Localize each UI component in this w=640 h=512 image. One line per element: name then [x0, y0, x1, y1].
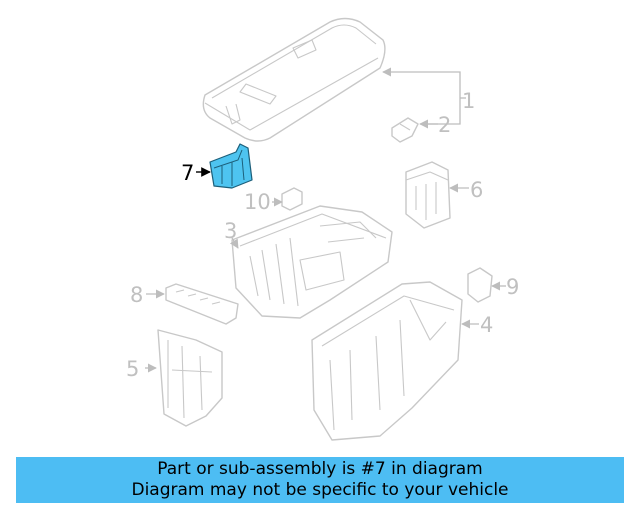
banner-line-part-number: Part or sub-assembly is #7 in diagram — [157, 459, 483, 479]
fuse-box-body-part-3 — [231, 205, 393, 319]
callout-3: 3 — [224, 219, 237, 243]
fuse-box-cover-part-1 — [202, 17, 386, 142]
callout-5: 5 — [126, 357, 139, 381]
callout-1: 1 — [462, 89, 475, 113]
lower-tray-part-4 — [311, 281, 463, 441]
banner-line-disclaimer: Diagram may not be specific to your vehi… — [131, 480, 509, 500]
side-bracket-part-5 — [157, 329, 223, 427]
info-banner: Part or sub-assembly is #7 in diagram Di… — [16, 457, 624, 503]
callout-2: 2 — [438, 113, 451, 137]
bracket-part-7-highlighted — [209, 143, 253, 189]
leader-lines — [145, 67, 506, 373]
clip-part-2 — [391, 117, 419, 143]
callout-4: 4 — [480, 313, 493, 337]
callout-7: 7 — [181, 161, 194, 185]
callout-6: 6 — [470, 178, 483, 202]
callout-8: 8 — [130, 283, 143, 307]
connector-part-9 — [467, 267, 493, 303]
callout-10: 10 — [244, 190, 271, 214]
relay-block-part-6 — [405, 161, 451, 229]
callout-9: 9 — [506, 275, 519, 299]
fuse-strip-part-8 — [165, 283, 239, 325]
fuse-part-10 — [281, 187, 303, 211]
